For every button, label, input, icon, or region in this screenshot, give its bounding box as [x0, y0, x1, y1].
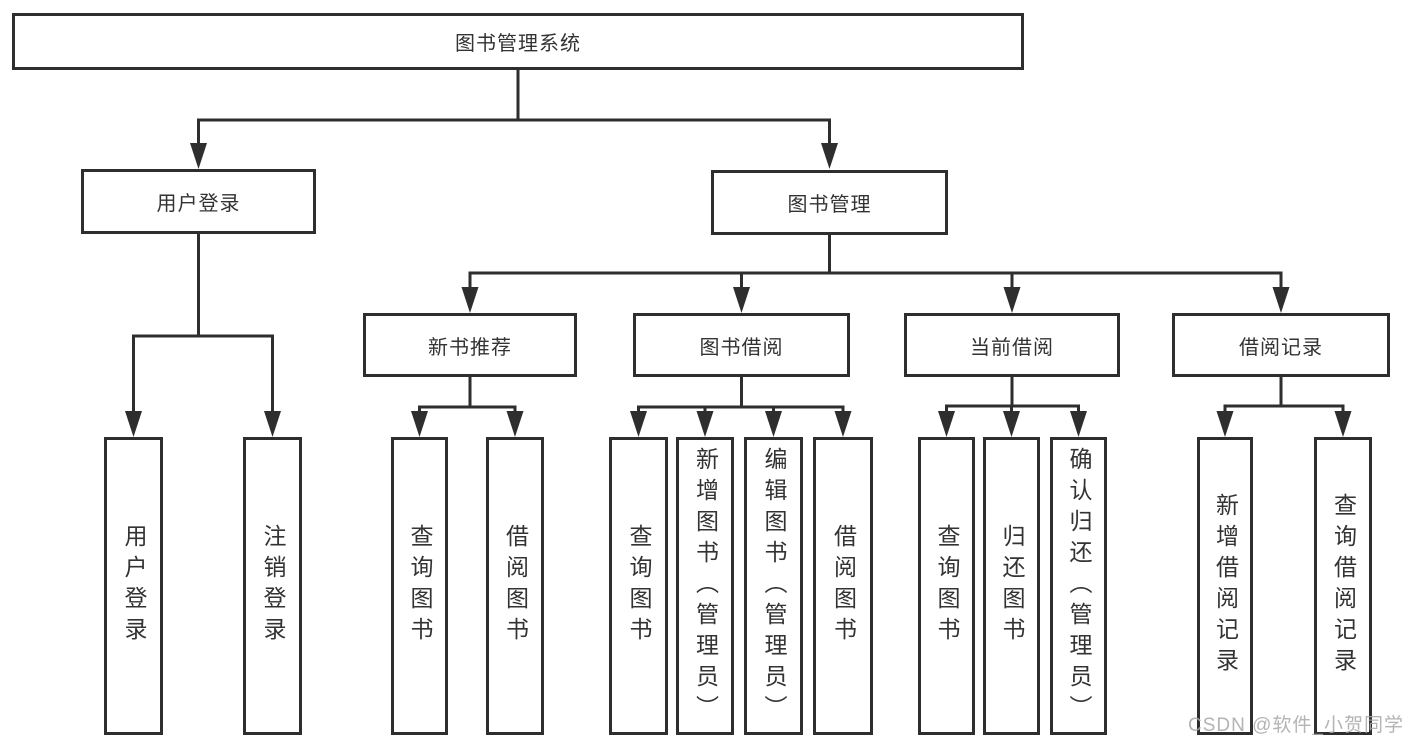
node-current-borrowing: 当前借阅: [904, 313, 1120, 377]
connector-borrowing-records-to-leaves: [1216, 377, 1352, 437]
node-borrowing-records: 借阅记录: [1172, 313, 1390, 377]
node-user-login: 用户登录: [81, 169, 316, 234]
node-leaf-add-borrow-record: 新增借阅记录: [1197, 437, 1253, 735]
node-leaf-logout: 注销登录: [243, 437, 302, 735]
node-leaf-edit-book-admin: 编辑图书（管理员）: [744, 437, 803, 735]
connector-user-login-to-leaves: [125, 233, 281, 437]
node-new-book-recommend: 新书推荐: [363, 313, 577, 377]
connector-book-management-to-level3: [461, 235, 1290, 313]
node-library-management-system: 图书管理系统: [12, 13, 1024, 70]
connector-new-book-recommend-to-leaves: [411, 377, 524, 437]
node-leaf-borrow-books-2: 借阅图书: [813, 437, 873, 735]
node-leaf-borrow-books-1: 借阅图书: [486, 437, 544, 735]
node-book-management: 图书管理: [711, 170, 948, 235]
node-leaf-query-books-2: 查询图书: [609, 437, 668, 735]
node-leaf-query-books-1: 查询图书: [391, 437, 448, 735]
node-leaf-return-books: 归还图书: [983, 437, 1040, 735]
connector-root-to-level2: [190, 70, 838, 169]
node-leaf-confirm-return-admin: 确认归还（管理员）: [1050, 437, 1107, 735]
node-leaf-user-login: 用户登录: [104, 437, 163, 735]
node-leaf-query-borrow-record: 查询借阅记录: [1314, 437, 1372, 735]
csdn-watermark: CSDN @软件_小贺同学: [1188, 715, 1404, 736]
node-book-borrowing: 图书借阅: [633, 313, 850, 377]
connector-current-borrowing-to-leaves: [938, 377, 1087, 437]
node-leaf-add-book-admin: 新增图书（管理员）: [676, 437, 734, 735]
connector-book-borrowing-to-leaves: [630, 377, 852, 437]
node-leaf-query-books-3: 查询图书: [918, 437, 975, 735]
